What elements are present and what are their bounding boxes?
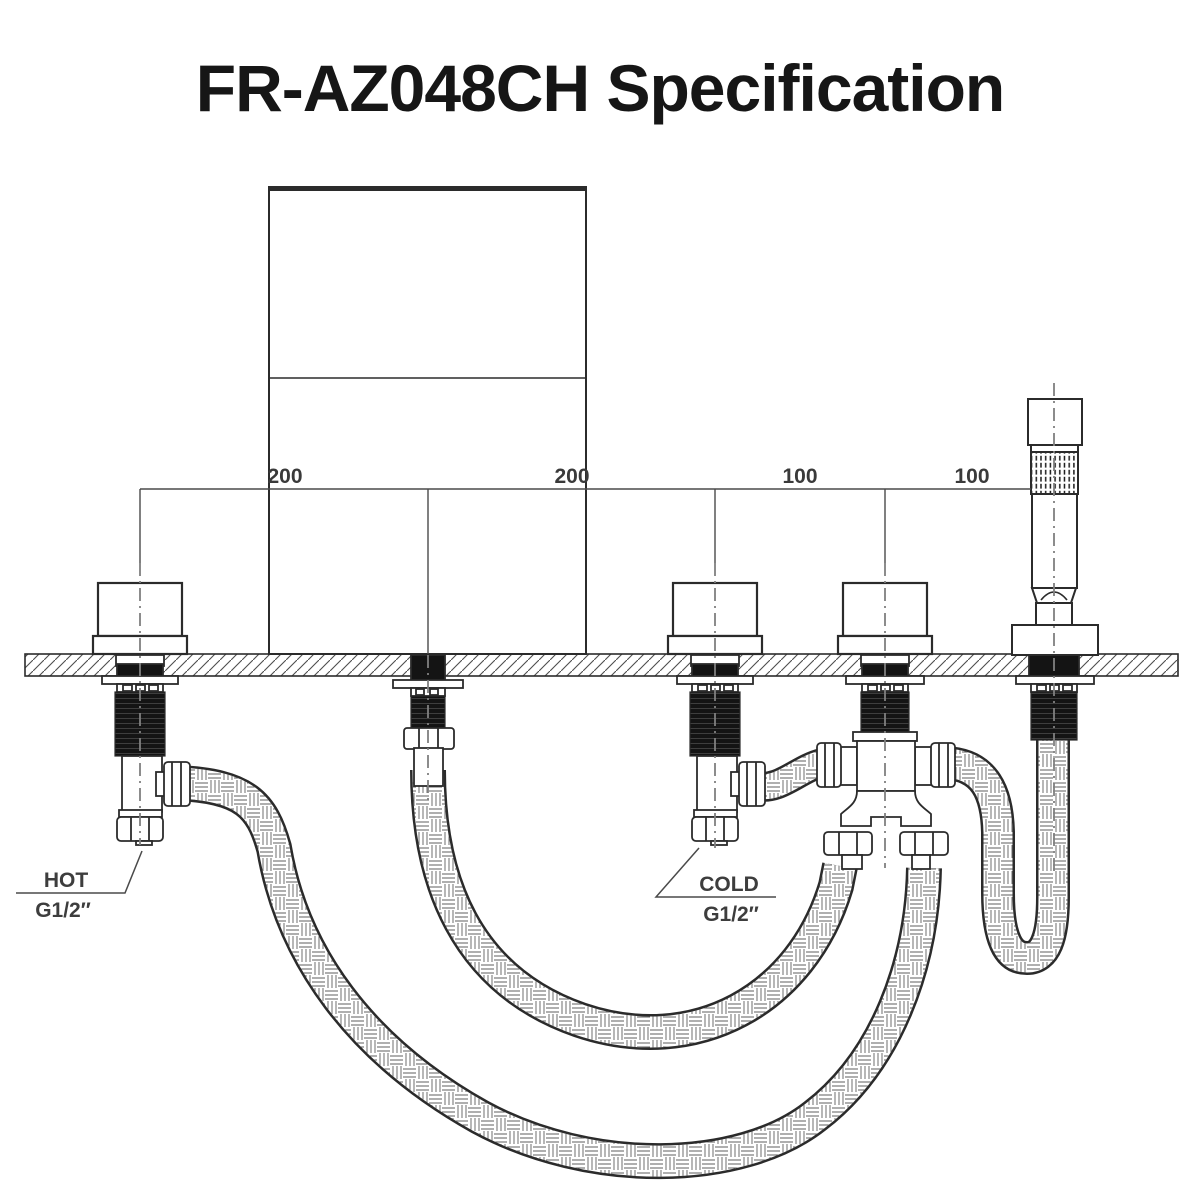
dimension-label: 200 — [267, 465, 302, 488]
spout-mounting-nut — [403, 727, 455, 750]
centerlines — [139, 383, 1055, 872]
shower-flange-washer — [1015, 675, 1095, 685]
deck-hatched-band — [24, 653, 1179, 677]
hot-supply-callout: HOT G1/2″ — [16, 850, 143, 922]
manifold-body — [856, 740, 916, 792]
shower-head-cap — [1027, 398, 1083, 446]
dimension-label: 100 — [954, 465, 989, 488]
hand-shower-hose — [944, 738, 1070, 976]
hot-side-port-nut — [163, 761, 191, 807]
deck-surface — [24, 653, 1179, 677]
manifold-right-port-nut — [930, 742, 956, 788]
hand-shower — [1011, 398, 1099, 656]
spout-hose — [410, 769, 858, 1050]
hot-valve-assembly — [101, 654, 191, 846]
cold-side-port-nut — [738, 761, 766, 807]
hot-inlet-tip — [135, 840, 153, 846]
dimension-label: 200 — [554, 465, 589, 488]
cold-leader-line — [654, 847, 776, 898]
cold-link-hose — [753, 748, 827, 802]
cold-inlet-tip — [710, 840, 728, 846]
hot-hose — [176, 765, 942, 1180]
cold-valve-assembly — [676, 654, 766, 846]
shower-head-band — [1030, 444, 1079, 453]
hot-valve-body — [121, 755, 163, 813]
manifold-bottom-left-nut — [823, 831, 873, 856]
hoses — [176, 738, 1070, 1180]
manifold-skirt — [840, 790, 932, 827]
dimension-label: 100 — [782, 465, 817, 488]
cold-thread-label: G1/2″ — [703, 903, 759, 926]
manifold-left-outlet-tube — [841, 854, 863, 870]
manifold-right-outlet-tube — [911, 854, 931, 870]
dimension-line-group — [139, 488, 1031, 654]
cold-label: COLD — [699, 873, 759, 896]
dimension-labels: 200 200 100 100 — [267, 465, 989, 488]
manifold-bottom-right-nut — [899, 831, 949, 856]
hot-thread-label: G1/2″ — [35, 899, 91, 922]
shower-holder-base — [1011, 624, 1099, 656]
hot-label: HOT — [44, 869, 89, 892]
page-title: FR-AZ048CH Specification — [195, 51, 1005, 125]
diverter-manifold-assembly — [816, 654, 956, 870]
hot-leader-line — [16, 850, 143, 894]
manifold-left-port-nut — [816, 742, 842, 788]
cold-supply-callout: COLD G1/2″ — [654, 847, 776, 926]
